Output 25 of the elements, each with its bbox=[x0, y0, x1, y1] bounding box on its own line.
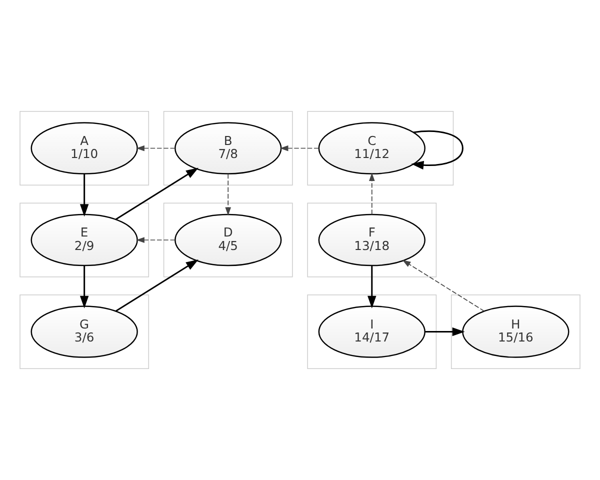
cluster bbox=[307, 202, 437, 278]
arrow bbox=[368, 172, 375, 215]
node-ellipse: G 3/6 bbox=[30, 306, 138, 358]
node-ellipse: I 14/17 bbox=[318, 306, 426, 358]
cluster bbox=[307, 110, 454, 186]
arrow bbox=[136, 237, 176, 243]
arrow bbox=[225, 174, 232, 216]
node-ellipse: A 1/10 bbox=[30, 122, 138, 174]
cluster bbox=[163, 110, 293, 186]
arrow bbox=[280, 145, 320, 152]
arrow bbox=[80, 174, 89, 217]
arrow bbox=[80, 266, 89, 308]
cluster bbox=[20, 110, 150, 186]
node-ellipse: D 4/5 bbox=[174, 214, 282, 266]
node-ellipse: B 7/8 bbox=[174, 122, 282, 174]
arrow bbox=[411, 130, 464, 170]
arrow bbox=[402, 260, 485, 312]
arrow bbox=[115, 168, 198, 220]
arrow bbox=[368, 266, 376, 308]
arrow bbox=[115, 259, 198, 312]
node-ellipse: H 15/16 bbox=[462, 306, 570, 358]
node-ellipse: E 2/9 bbox=[30, 214, 138, 266]
cluster bbox=[163, 202, 293, 278]
arrow bbox=[424, 327, 465, 336]
arrow bbox=[136, 145, 176, 152]
